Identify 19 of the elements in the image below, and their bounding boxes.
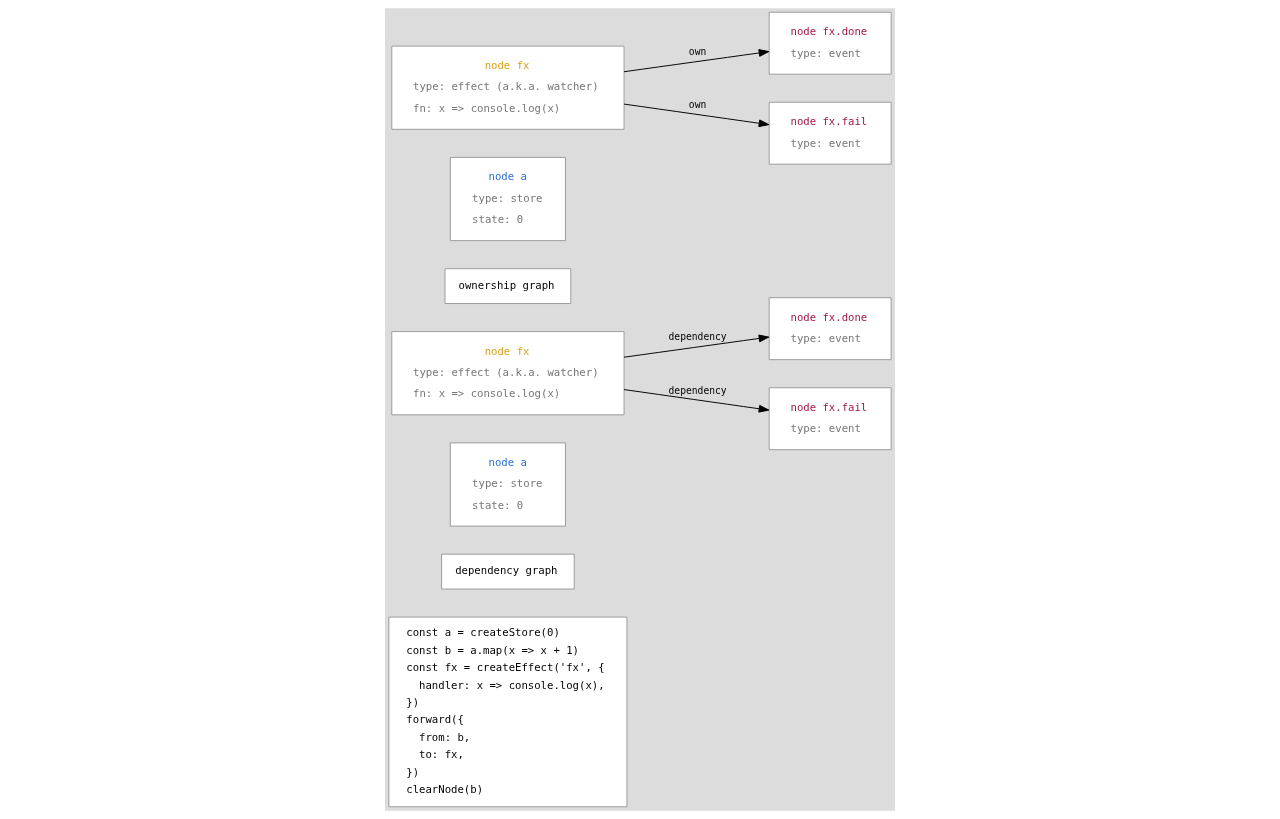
arrow xyxy=(623,103,770,128)
node-box: node fx type: effect (a.k.a. watcher) fn: x => console.log(x) xyxy=(391,45,625,130)
arrow xyxy=(623,389,770,413)
edge-label: own xyxy=(688,99,707,111)
node-box: node fx.done type: event xyxy=(768,297,892,361)
node-box: ownership graph xyxy=(444,268,572,304)
node-box: node fx.fail type: event xyxy=(768,387,892,451)
node-box: node fx type: effect (a.k.a. watcher) fn: x => console.log(x) xyxy=(391,331,625,416)
edge-label: own xyxy=(688,45,707,57)
node-box: node a type: store state: 0 xyxy=(449,442,566,527)
edge-label: dependency xyxy=(668,331,727,343)
node-box: const a = createStore(0) const b = a.map(x => x + 1) const fx = createEffect('fx', { handler: x => console.log(x), }) forward({ from: b, to: fx, }) clearNode(b) xyxy=(388,616,628,808)
arrow xyxy=(623,334,770,358)
node-box: node fx.fail type: event xyxy=(768,101,892,165)
node-box: node fx.done type: event xyxy=(768,11,892,75)
node-box: node a type: store state: 0 xyxy=(449,156,566,242)
arrow xyxy=(623,49,770,73)
edge-label: dependency xyxy=(668,384,727,396)
node-box: dependency graph xyxy=(441,553,575,590)
